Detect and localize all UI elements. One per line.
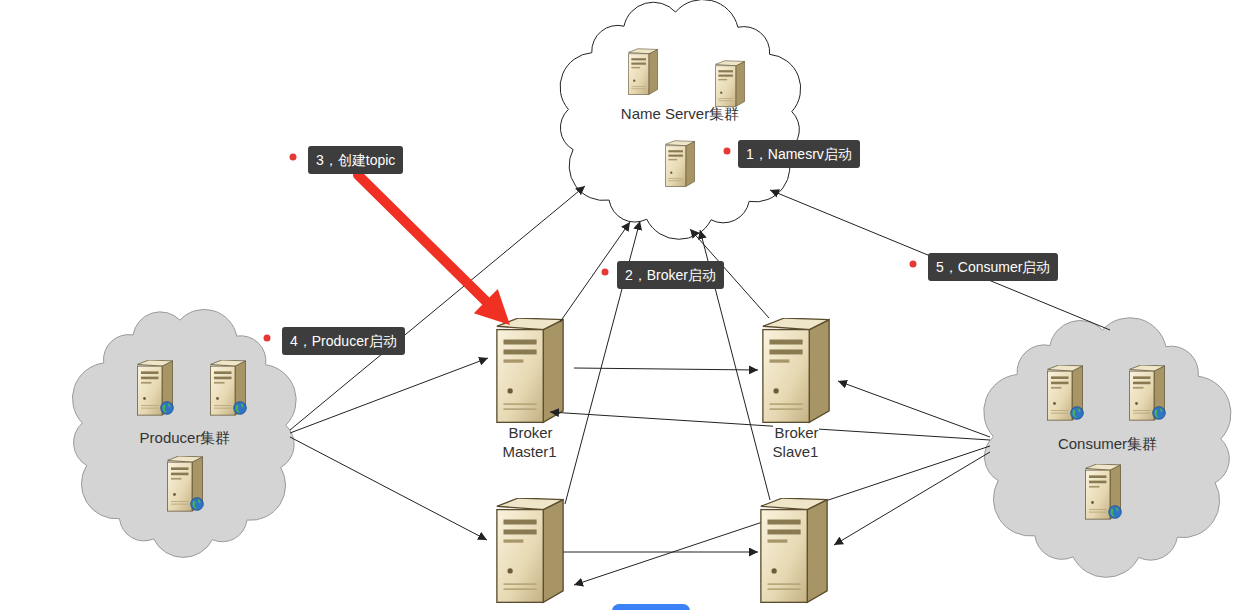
server-icon: [1086, 464, 1121, 519]
label-holder: Broker Slave1: [760, 423, 832, 461]
name-server-cloud: [560, 0, 801, 239]
callout-dot: [264, 148, 917, 342]
step-callout: 1，Namesrv启动: [738, 140, 860, 168]
consumer-cluster: Consumer集群: [985, 320, 1230, 570]
step-callout: 3，创建topic: [308, 146, 403, 174]
node-label: Name Server集群: [619, 105, 741, 122]
server-icon: [138, 360, 173, 415]
connector: [838, 381, 990, 437]
server-icon: [715, 61, 744, 107]
globe-icon: [191, 498, 204, 511]
connector: [574, 368, 758, 370]
callout-label: 3，创建topic: [316, 152, 395, 168]
server-icon: [168, 456, 203, 511]
server-icon: [1048, 365, 1083, 420]
callout-label: 5，Consumer启动: [936, 259, 1050, 275]
connector: [290, 358, 488, 433]
producer-cluster: Producer集群: [75, 312, 295, 552]
button-fragment: [612, 604, 690, 610]
callout-label: 2，Broker启动: [625, 267, 716, 283]
broker-icon: [497, 498, 563, 602]
node-label: Consumer集群: [1056, 435, 1159, 452]
server-icon: [628, 49, 657, 95]
producer-cloud: [72, 309, 296, 557]
consumer-cloud: [984, 318, 1231, 578]
globe-icon: [1109, 506, 1122, 519]
label-holder: Producer集群: [75, 428, 295, 447]
connector: [770, 190, 1110, 330]
callout-label: 1，Namesrv启动: [746, 146, 852, 162]
red-arrow: [358, 175, 510, 325]
broker-icon: [497, 318, 563, 422]
broker-slave: Broker Slave1: [744, 315, 848, 465]
wire: [290, 221, 990, 585]
callout-label: 4，Producer启动: [290, 333, 397, 349]
broker-master: Broker Master1: [478, 315, 582, 465]
server-icon: [665, 141, 694, 187]
node-label: Producer集群: [138, 429, 233, 446]
connector: [290, 186, 585, 430]
node-label: Broker Master1: [502, 424, 557, 460]
globe-icon: [161, 402, 174, 415]
step-callout: 4，Producer启动: [282, 327, 405, 355]
server-icon: [1130, 365, 1165, 420]
label-holder: Name Server集群: [555, 104, 805, 123]
globe-icon: [1071, 407, 1084, 420]
globe-icon: [234, 402, 247, 415]
globe-icon: [1153, 407, 1166, 420]
step-callout: 2，Broker启动: [617, 261, 724, 289]
server-icon: [211, 360, 246, 415]
label-holder: Consumer集群: [985, 434, 1230, 453]
step-callout: 5，Consumer启动: [928, 253, 1058, 281]
node-label: Broker Slave1: [773, 424, 820, 460]
name-server-cluster: Name Server集群: [555, 0, 805, 240]
label-holder: Broker Master1: [494, 423, 566, 461]
broker-icon: [763, 318, 829, 422]
broker-icon: [761, 498, 827, 602]
connector: [550, 412, 990, 440]
